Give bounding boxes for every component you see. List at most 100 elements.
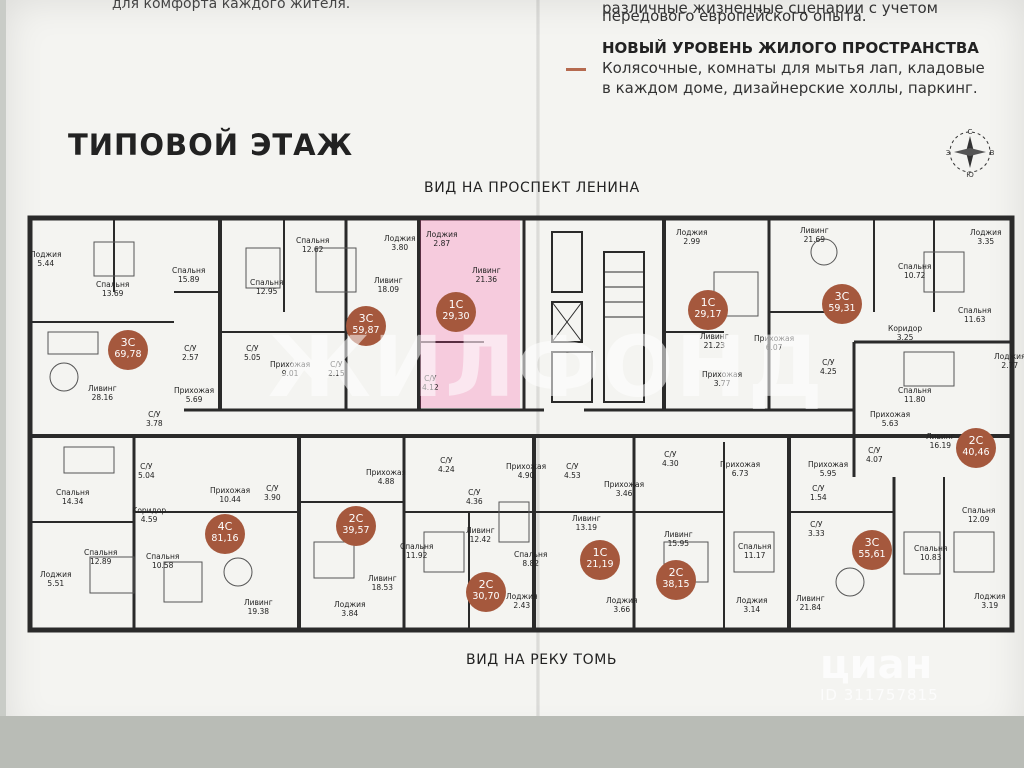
page-title: ТИПОВОЙ ЭТАЖ (68, 128, 354, 162)
cian-watermark: циан ID 311757815 (820, 644, 939, 704)
table-surface (0, 716, 1024, 768)
agency-watermark: ЖИЛФОНД (268, 318, 825, 416)
compass-north: С (968, 128, 973, 136)
cian-listing-id: ID 311757815 (820, 686, 939, 704)
view-top-caption: ВИД НА ПРОСПЕКТ ЛЕНИНА (424, 180, 640, 196)
compass-west: З (946, 149, 951, 157)
floor-plan (27, 215, 1015, 633)
compass-east: В (990, 149, 995, 157)
compass-rose-icon: С В З Ю (946, 128, 995, 178)
feature-heading: НОВЫЙ УРОВЕНЬ ЖИЛОГО ПРОСТРАНСТВА (602, 39, 979, 57)
intro-text: для комфорта каждого жителя. (112, 0, 351, 12)
bullet-line-2: передового европейского опыта. (602, 7, 867, 25)
bullet-line-1: различные жизненные сценарии с учетом (602, 0, 938, 17)
compass-south: Ю (966, 171, 974, 178)
page-fold (536, 0, 540, 740)
view-bottom-caption: ВИД НА РЕКУ ТОМЬ (466, 652, 618, 668)
accent-dash (566, 68, 586, 71)
feature-body-1: Колясочные, комнаты для мытья лап, кладо… (602, 59, 985, 77)
cian-logo: циан (820, 642, 933, 688)
feature-body-2: в каждом доме, дизайнерские холлы, парки… (602, 79, 978, 97)
